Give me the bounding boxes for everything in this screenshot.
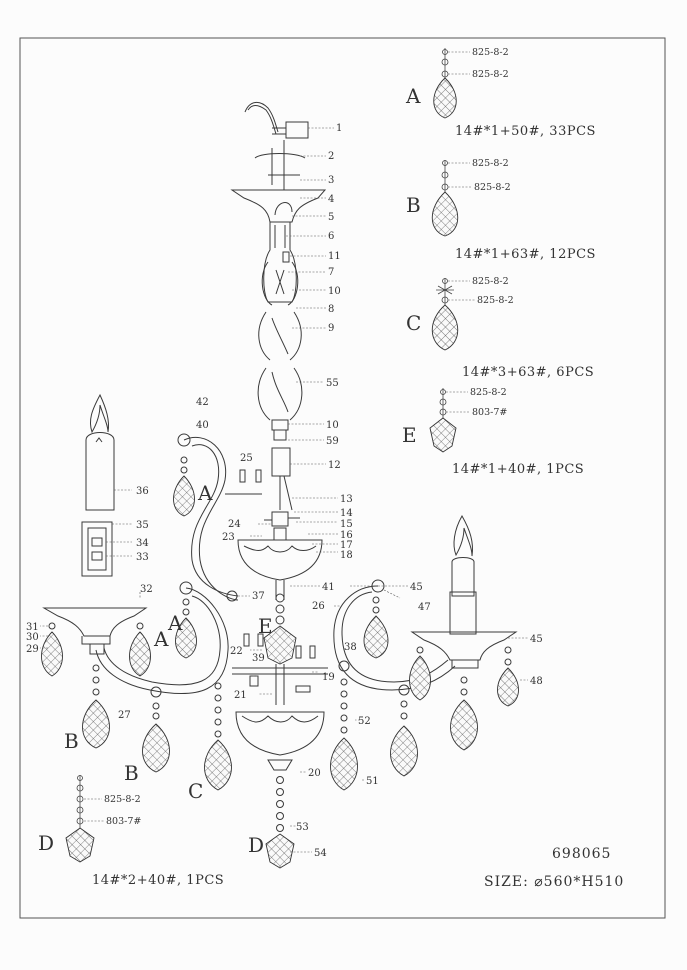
callout-38: 38 [344, 642, 357, 653]
legend-e-part1: 825-8-2 [470, 387, 507, 398]
callout-45a: 45 [410, 582, 423, 593]
callout-26: 26 [312, 601, 325, 612]
legend-b-part2: 825-8-2 [474, 182, 511, 193]
legend-d-part1: 825-8-2 [104, 794, 141, 805]
chandelier-body [230, 102, 328, 869]
callout-52: 52 [358, 716, 371, 727]
callout-45b: 45 [530, 634, 543, 645]
legend-e-letter: E [402, 423, 417, 447]
callout-30: 30 [26, 632, 39, 643]
callout-13: 13 [340, 494, 353, 505]
callout-47: 47 [418, 602, 431, 613]
letter-b-mid: B [124, 761, 139, 785]
callout-10a: 10 [328, 286, 341, 297]
letter-b-left: B [64, 729, 79, 753]
legend-b-part1: 825-8-2 [472, 158, 509, 169]
legend-a-spec: 14#*1+50#, 33PCS [455, 124, 596, 139]
callout-36: 36 [136, 486, 149, 497]
letter-a-arm: A [167, 611, 183, 635]
legend-e-spec: 14#*1+40#, 1PCS [452, 462, 584, 477]
callout-41: 41 [322, 582, 335, 593]
callout-20: 20 [308, 768, 321, 779]
legend-b-letter: B [406, 193, 421, 217]
callout-4: 4 [328, 194, 334, 205]
callout-39: 39 [252, 653, 265, 664]
callout-12: 12 [328, 460, 341, 471]
callout-27: 27 [118, 710, 131, 721]
legend-e: 825-8-2 803-7# E 14#*1+40#, 1PCS [402, 387, 584, 477]
size-spec: SIZE: ⌀560*H510 [484, 874, 624, 890]
callout-11: 11 [328, 251, 341, 262]
callout-17: 17 [340, 540, 353, 551]
callout-34: 34 [136, 538, 149, 549]
legend-a-part1: 825-8-2 [472, 47, 509, 58]
callout-32: 32 [140, 584, 153, 595]
callout-23: 23 [222, 532, 235, 543]
callout-22: 22 [230, 646, 243, 657]
callout-10b: 10 [326, 420, 339, 431]
callout-15: 15 [340, 519, 353, 530]
callout-53: 53 [296, 822, 309, 833]
callout-16: 16 [340, 530, 353, 541]
legend-d-spec: 14#*2+40#, 1PCS [92, 873, 224, 888]
legend-c-part2: 825-8-2 [477, 295, 514, 306]
legend-c-part1: 825-8-2 [472, 276, 509, 287]
letter-e-center: E [258, 614, 273, 638]
callout-18: 18 [340, 550, 353, 561]
callout-6: 6 [328, 231, 334, 242]
callout-21: 21 [234, 690, 247, 701]
callout-42: 42 [196, 397, 209, 408]
legend-d-part2: 803-7# [106, 816, 141, 827]
callout-29: 29 [26, 644, 39, 655]
candle-detail [81, 393, 132, 577]
upper-arm [173, 433, 262, 602]
callout-54: 54 [314, 848, 327, 859]
callout-3: 3 [328, 175, 334, 186]
legend-d-letter: D [38, 831, 54, 855]
callout-37: 37 [252, 591, 265, 602]
drawing-letters: A A E A B B C D [64, 481, 273, 857]
legend-b: 825-8-2 825-8-2 B 14#*1+63#, 12PCS [406, 158, 596, 262]
legend-a-part2: 825-8-2 [472, 69, 509, 80]
letter-a-cup: A [153, 627, 169, 651]
legend-e-part2: 803-7# [472, 407, 507, 418]
callout-8: 8 [328, 304, 334, 315]
legend-d: 825-8-2 803-7# D 14#*2+40#, 1PCS [38, 775, 224, 888]
left-arm [41, 581, 232, 791]
callout-33: 33 [136, 552, 149, 563]
legend-c-letter: C [406, 311, 421, 335]
letter-d: D [248, 833, 264, 857]
right-arm [330, 514, 519, 791]
callouts: 1 2 3 4 5 6 11 7 10 8 9 55 10 59 12 42 4… [26, 123, 543, 859]
model-number: 698065 [552, 846, 611, 862]
callout-51: 51 [366, 776, 379, 787]
callout-31: 31 [26, 622, 39, 633]
legend-a: 825-8-2 825-8-2 A 14#*1+50#, 33PCS [405, 47, 596, 139]
callout-40: 40 [196, 420, 209, 431]
callout-24: 24 [228, 519, 241, 530]
callout-7: 7 [328, 267, 334, 278]
callout-59: 59 [326, 436, 339, 447]
callout-48: 48 [530, 676, 543, 687]
callout-2: 2 [328, 151, 334, 162]
callout-9: 9 [328, 323, 334, 334]
callout-19: 19 [322, 672, 335, 683]
legend-b-spec: 14#*1+63#, 12PCS [455, 247, 596, 262]
callout-35: 35 [136, 520, 149, 531]
legend-c: 825-8-2 825-8-2 C 14#*3+63#, 6PCS [406, 276, 594, 380]
callout-1: 1 [336, 123, 342, 134]
callout-55: 55 [326, 378, 339, 389]
callout-14: 14 [340, 508, 353, 519]
letter-a-upper: A [197, 481, 213, 505]
letter-c: C [188, 779, 203, 803]
leader-lines [40, 127, 528, 853]
sheet-border [19, 37, 666, 919]
legend-a-letter: A [405, 84, 421, 108]
legend-c-spec: 14#*3+63#, 6PCS [462, 365, 594, 380]
callout-5: 5 [328, 212, 334, 223]
callout-25: 25 [240, 453, 253, 464]
